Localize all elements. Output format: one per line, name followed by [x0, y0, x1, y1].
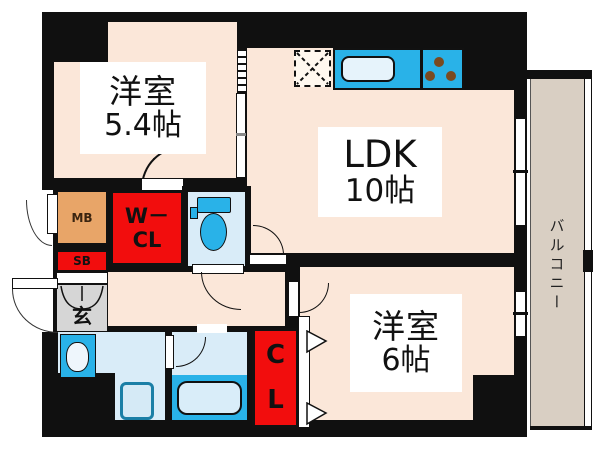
sliding-door-joint — [236, 133, 246, 136]
shoe-box: SB — [56, 250, 108, 272]
stove-burner-icon-2 — [425, 71, 435, 81]
exterior-recess — [42, 190, 53, 332]
stove-burner-icon-3 — [446, 71, 456, 81]
entrance-door-arc — [12, 289, 58, 333]
bathtub-icon — [177, 381, 242, 415]
closet: C L — [252, 328, 299, 428]
toilet-bowl-icon — [200, 213, 227, 251]
kitchen-counter-divider — [420, 48, 423, 90]
ldk-door-leaf — [249, 254, 287, 265]
refrigerator-x-icon — [296, 52, 329, 85]
ldk-window-mid-rail — [513, 170, 528, 173]
kitchen-side-wall — [464, 48, 527, 90]
balcony-bottom-edge — [530, 426, 592, 430]
walk-in-closet-label-1: W－ — [124, 203, 170, 228]
entrance-swing-icon — [60, 285, 104, 310]
meter-box-label: MB — [71, 210, 93, 225]
corner-notch — [42, 12, 108, 62]
pipe-space-corner — [473, 375, 527, 437]
washbasin-bowl-icon — [66, 342, 89, 372]
walk-in-closet: W－ CL — [110, 190, 184, 266]
closet-label-2: L — [267, 385, 284, 415]
entrance-label: 玄 — [72, 304, 92, 328]
meter-box: MB — [56, 190, 108, 245]
balcony-label: バルコニー — [547, 218, 566, 313]
ldk-label: LDK 10帖 — [318, 127, 442, 217]
walk-in-closet-label-2: CL — [132, 228, 162, 252]
entrance-door-leaf — [12, 278, 58, 289]
closet-door-arrow-top-icon — [306, 330, 328, 354]
toilet-tank-icon — [197, 197, 231, 213]
west-room-2-window-rail — [513, 312, 528, 315]
meter-box-door-arc — [26, 200, 52, 246]
balcony-top-wall — [527, 70, 592, 79]
west-room-2-label: 洋室 6帖 — [350, 294, 462, 392]
west-room-2-name: 洋室 — [372, 306, 440, 346]
shoe-box-label: SB — [73, 254, 91, 268]
west-room-1-size: 5.4帖 — [104, 107, 182, 143]
washing-machine-icon — [120, 382, 154, 420]
west-room-2-door-leaf — [288, 281, 299, 317]
washroom-doorway — [197, 324, 227, 333]
stove-burner-icon-1 — [434, 57, 444, 67]
ldk-size: 10帖 — [344, 173, 416, 210]
refrigerator-space — [294, 50, 331, 87]
toilet-handle-icon — [190, 207, 198, 219]
ldk-name: LDK — [343, 133, 417, 177]
bathroom-door-leaf — [165, 335, 174, 369]
west-room-1-name: 洋室 — [109, 71, 177, 111]
kitchen-sink-icon — [341, 56, 395, 82]
balcony-rail-block — [583, 250, 593, 272]
entrance-sill — [56, 272, 108, 284]
balcony-floor — [530, 75, 584, 428]
ldk-bedroom-wall — [237, 253, 514, 267]
closet-door-arrow-bottom-icon — [306, 402, 328, 426]
partition-vent-track — [237, 48, 247, 93]
closet-label-1: C — [265, 340, 286, 370]
west-room-2-size: 6帖 — [381, 342, 431, 378]
west-room-1-label: 洋室 5.4帖 — [80, 62, 206, 154]
